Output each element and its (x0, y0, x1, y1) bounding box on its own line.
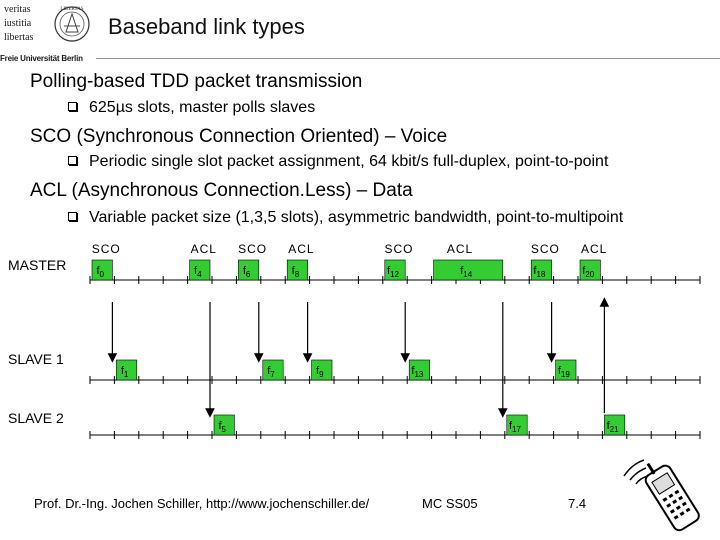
timing-layer: MASTER SLAVE 1 SLAVE 2 SCO ACL SCO ACL SCO ACL SC… (8, 242, 701, 439)
slave1-packet (262, 359, 284, 381)
title-divider (96, 58, 720, 59)
slot-type-label: SCO (531, 242, 560, 256)
logo-line-2: iustitia (4, 18, 32, 29)
row-label-slave-2: SLAVE 2 (8, 410, 64, 426)
master-packet (91, 259, 113, 281)
square-bullet-icon (68, 212, 77, 221)
slot-type-label: ACL (191, 242, 217, 256)
logo-footer: Freie Universität Berlin (0, 54, 83, 63)
timing-diagram: MASTER SLAVE 1 SLAVE 2 SCO ACL SCO ACL SCO ACL SC… (8, 242, 701, 439)
seal-icon: LIBERTAS (54, 6, 90, 42)
slave2-packet-label: f17 (509, 420, 522, 434)
sub-bullet-3: Variable packet size (1,3,5 slots), asym… (68, 209, 623, 227)
master-packet (579, 259, 601, 281)
slave1-packet-label: f19 (558, 365, 571, 379)
master-packet (189, 259, 211, 281)
master-packet (286, 259, 308, 281)
slave1-packet (116, 359, 138, 381)
slave1-packet-label: f13 (411, 365, 424, 379)
slave1-packet-label: f7 (267, 365, 275, 379)
master-packet-label: f6 (243, 265, 251, 279)
sub-bullet-2: Periodic single slot packet assignment, … (68, 153, 608, 171)
slave2-packet (506, 414, 528, 436)
slot-type-label: ACL (288, 242, 314, 256)
master-packet (433, 259, 504, 281)
slave2-packet-label: f5 (218, 420, 226, 434)
master-packet-label: f18 (533, 265, 546, 279)
slot-type-label: ACL (447, 242, 473, 256)
master-packet (530, 259, 552, 281)
sub-bullet-1: 625µs slots, master polls slaves (68, 99, 315, 117)
slave2-packet (604, 414, 626, 436)
footer-page-number: 7.4 (568, 496, 587, 511)
master-packet-label: f12 (387, 265, 400, 279)
bullet-2: SCO (Synchronous Connection Oriented) – … (30, 126, 448, 147)
master-packet-label: f4 (194, 265, 202, 279)
slave1-packet (555, 359, 577, 381)
slot-type-label: SCO (238, 242, 267, 256)
mobile-phone-icon (623, 459, 700, 532)
university-logo: veritas iustitia libertas LIBERTAS Freie… (0, 0, 92, 66)
master-packet-label: f14 (460, 265, 473, 279)
sub-bullet-1-text: 625µs slots, master polls slaves (89, 99, 316, 116)
seal-text: LIBERTAS (60, 7, 83, 12)
slide-title: Baseband link types (108, 14, 305, 39)
logo-line-3: libertas (4, 32, 34, 43)
slot-type-label: SCO (384, 242, 413, 256)
sub-bullet-2-text: Periodic single slot packet assignment, … (89, 153, 609, 170)
master-packet-label: f20 (582, 265, 595, 279)
slot-type-label: SCO (92, 242, 121, 256)
slave1-packet-label: f9 (316, 365, 324, 379)
bullet-3: ACL (Asynchronous Connection.Less) – Dat… (30, 180, 413, 201)
master-packet-label: f8 (292, 265, 300, 279)
master-packet (384, 259, 406, 281)
slave2-packet-label: f21 (607, 420, 620, 434)
master-packet (238, 259, 260, 281)
row-label-slave-1: SLAVE 1 (8, 351, 64, 367)
slave1-packet-label: f1 (121, 365, 129, 379)
footer-course: MC SS05 (422, 496, 478, 511)
slave1-packet (408, 359, 430, 381)
slave1-packet (311, 359, 333, 381)
slave2-packet (213, 414, 235, 436)
square-bullet-icon (68, 102, 77, 111)
footer-author: Prof. Dr.-Ing. Jochen Schiller, http://w… (34, 496, 370, 511)
row-label-master: MASTER (8, 257, 66, 273)
master-packet-label: f0 (96, 265, 104, 279)
slot-type-label: ACL (581, 242, 607, 256)
logo-line-1: veritas (4, 4, 31, 15)
sub-bullet-3-text: Variable packet size (1,3,5 slots), asym… (89, 209, 624, 226)
bullet-1: Polling-based TDD packet transmission (30, 71, 363, 92)
square-bullet-icon (68, 156, 77, 165)
